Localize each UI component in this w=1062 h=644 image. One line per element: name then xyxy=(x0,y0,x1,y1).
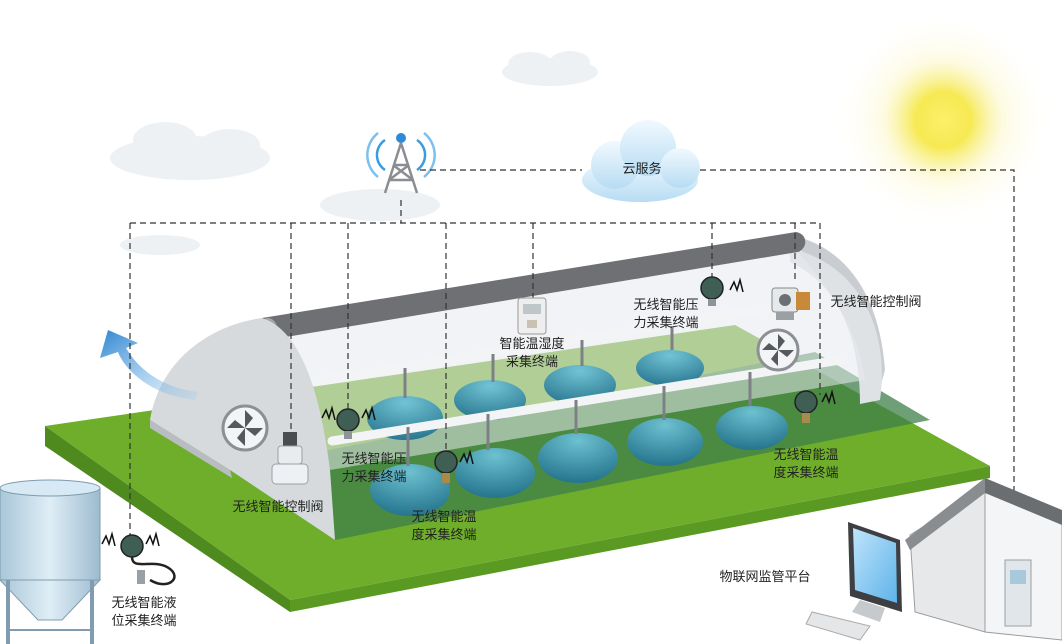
pressure-top-label-line1: 无线智能压 xyxy=(633,298,699,313)
pressure-sensor-top-icon xyxy=(700,276,744,306)
pressure-left-label-line2: 力采集终端 xyxy=(341,470,407,485)
temp-humidity-label: 智能温湿度 采集终端 xyxy=(492,336,572,372)
temperature-sensor-right-icon xyxy=(794,389,836,423)
pressure-top-label: 无线智能压 力采集终端 xyxy=(626,297,706,333)
computer-monitor-icon xyxy=(805,522,902,641)
temp-right-label-line1: 无线智能温 xyxy=(773,448,839,463)
temp-right-label-line2: 度采集终端 xyxy=(773,466,839,481)
level-sensor-icon xyxy=(101,531,176,586)
fan-icon xyxy=(756,328,800,372)
level-label: 无线智能液 位采集终端 xyxy=(104,595,184,631)
pressure-top-label-line2: 力采集终端 xyxy=(633,316,699,331)
pressure-left-label-line1: 无线智能压 xyxy=(341,452,407,467)
pressure-left-label: 无线智能压 力采集终端 xyxy=(334,451,414,487)
temp-mid-label-line1: 无线智能温 xyxy=(411,510,477,525)
pressure-sensor-left-icon xyxy=(321,405,376,439)
temp-right-label: 无线智能温 度采集终端 xyxy=(766,447,846,483)
signal-tower-icon xyxy=(366,132,436,194)
water-tank-icon xyxy=(0,479,102,644)
temperature-sensor-mid-icon xyxy=(434,449,474,483)
greenhouse-top-cover xyxy=(257,232,806,340)
cloud-service-label: 云服务 xyxy=(622,162,662,177)
sun xyxy=(833,10,1053,230)
fan-icon xyxy=(221,404,269,452)
airflow-arrow-icon xyxy=(100,330,198,400)
irrigation-pipes xyxy=(307,300,845,466)
valve-right-label: 无线智能控制阀 xyxy=(830,295,922,310)
control-valve-left-icon xyxy=(271,432,309,485)
valve-left-label: 无线智能控制阀 xyxy=(232,500,324,515)
temp-humidity-terminal-icon xyxy=(517,297,547,335)
temp-humidity-label-line2: 采集终端 xyxy=(505,355,558,370)
control-valve-right-icon xyxy=(771,287,810,320)
platform-label: 物联网监管平台 xyxy=(719,570,811,585)
level-label-line2: 位采集终端 xyxy=(111,614,177,629)
network-wires xyxy=(129,169,1015,545)
monitoring-house-icon xyxy=(905,478,1062,641)
temp-mid-label-line2: 度采集终端 xyxy=(411,528,477,543)
cloud-service-icon xyxy=(582,120,700,202)
temp-humidity-label-line1: 智能温湿度 xyxy=(499,337,565,352)
background-clouds xyxy=(110,51,598,255)
level-label-line1: 无线智能液 xyxy=(111,596,177,611)
temp-mid-label: 无线智能温 度采集终端 xyxy=(404,509,484,545)
